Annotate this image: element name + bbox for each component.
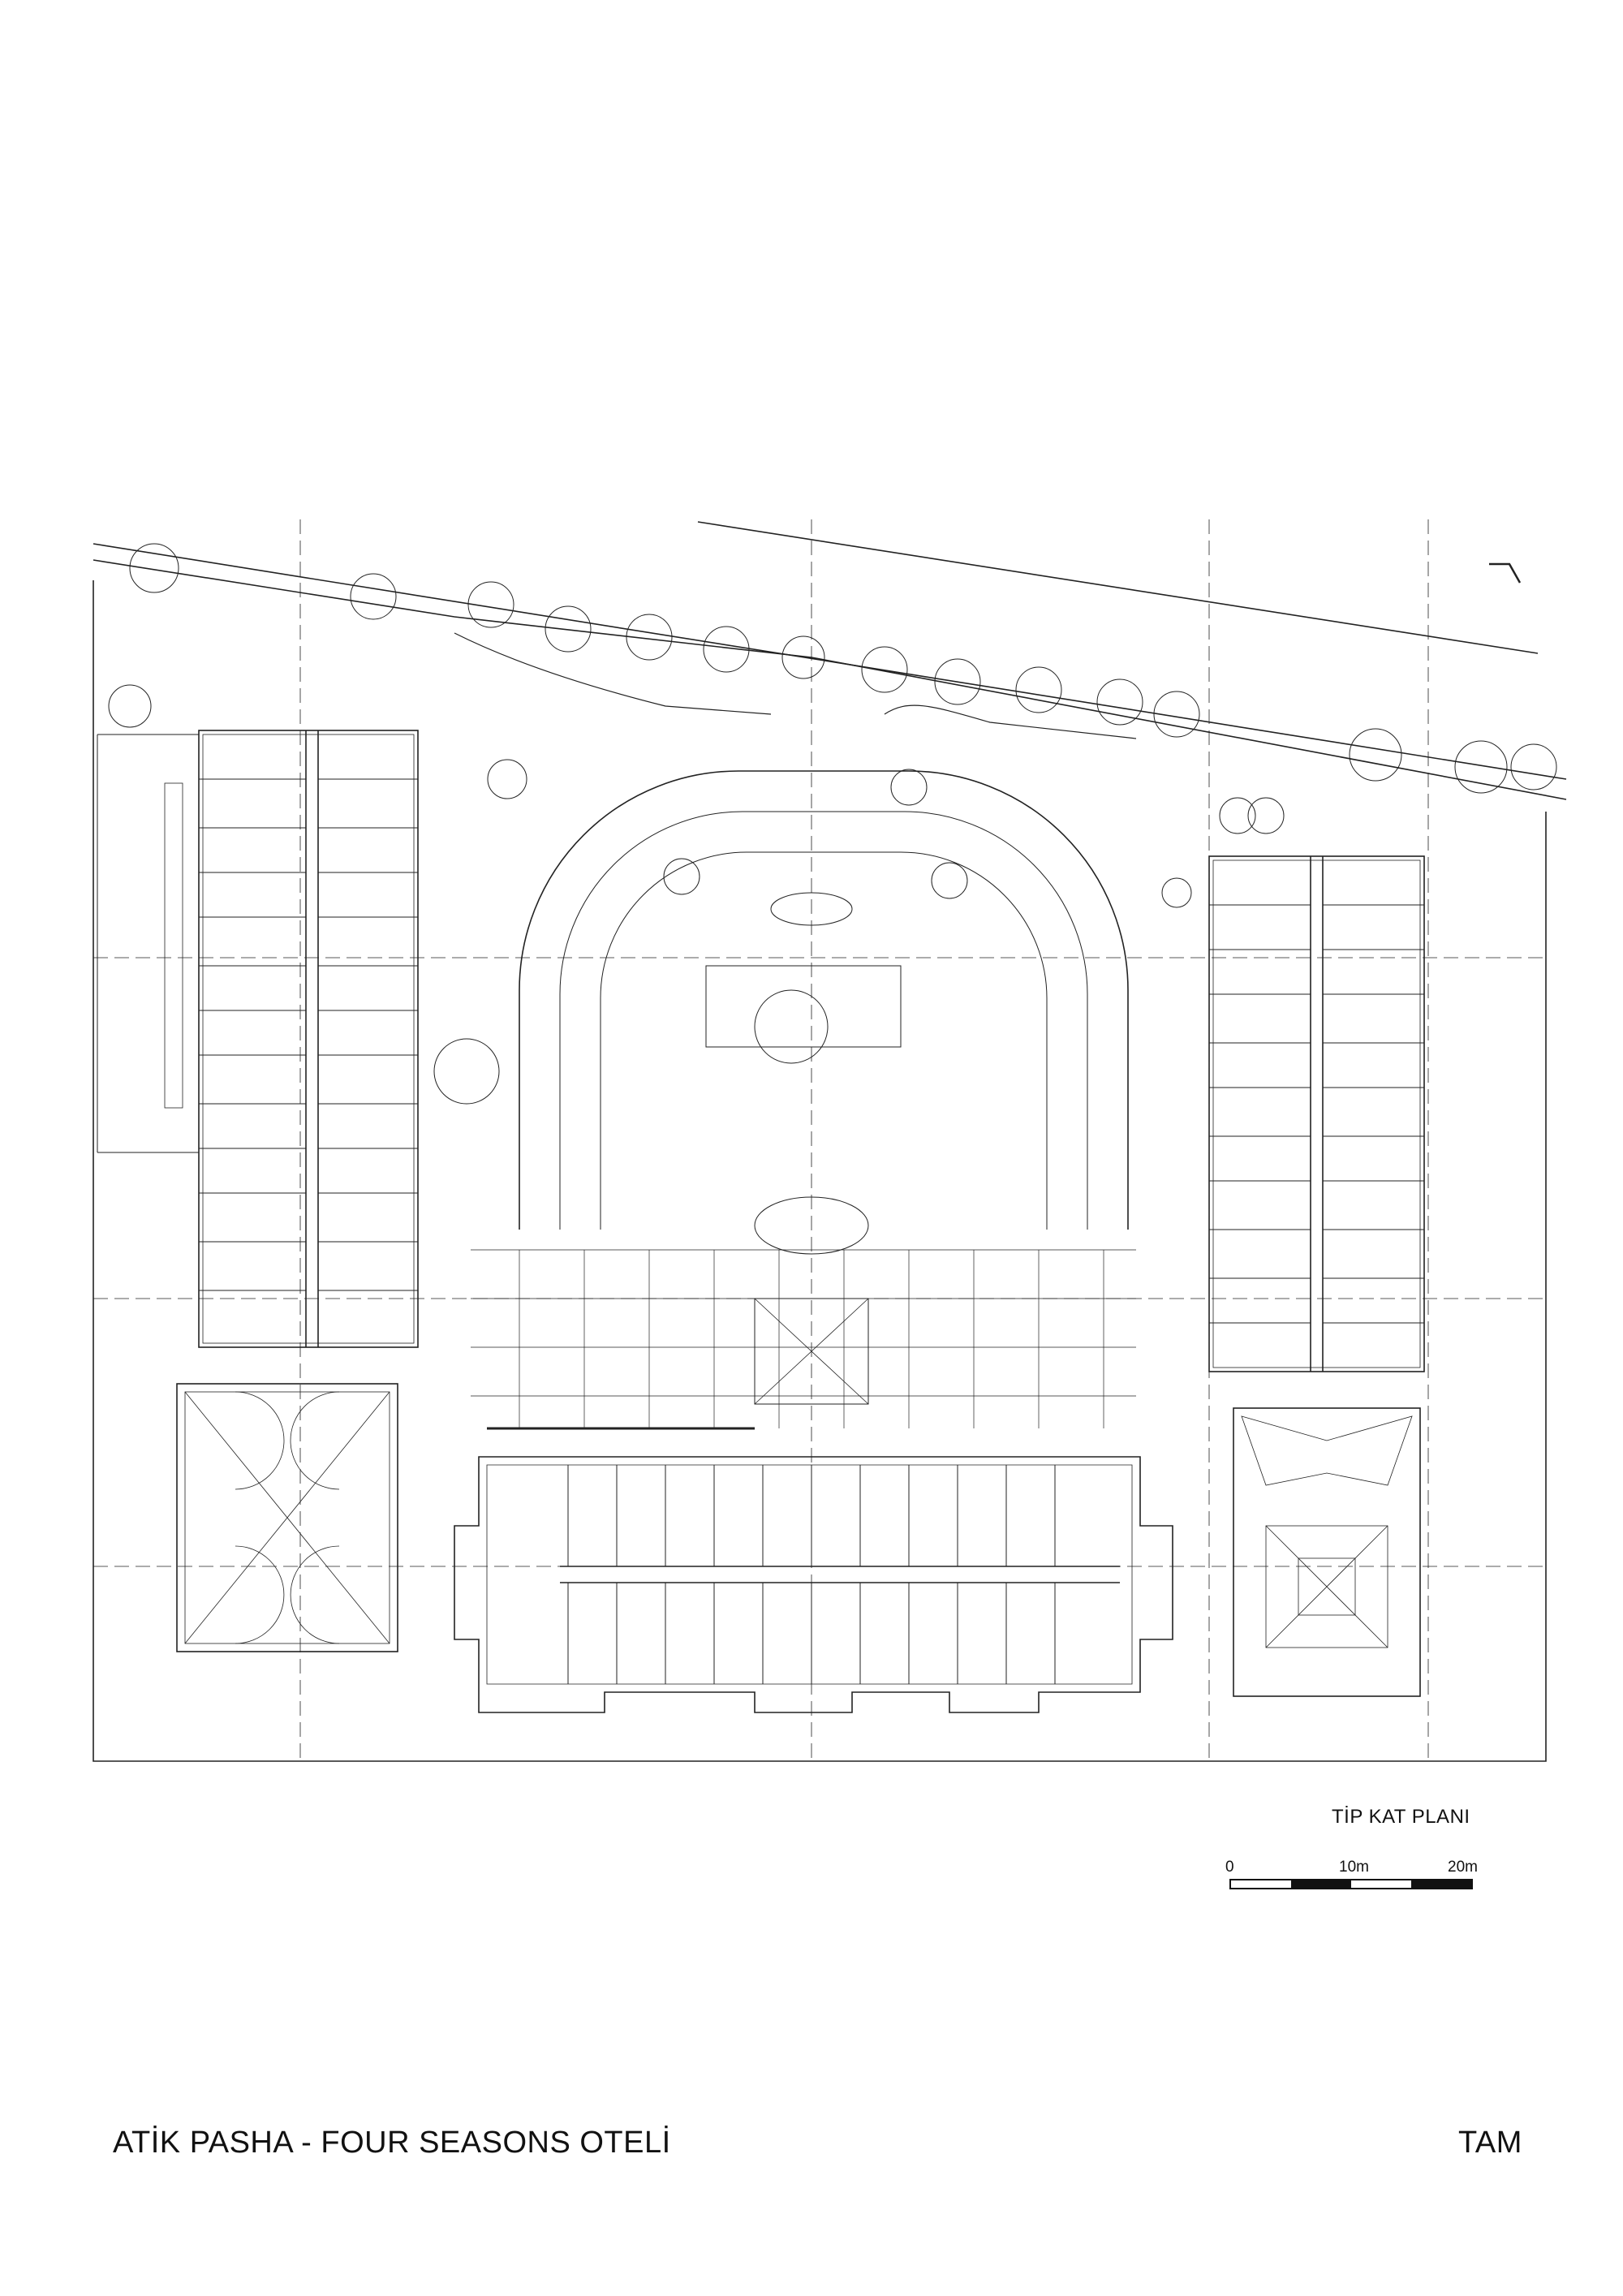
scale-label-10m: 10m — [1339, 1859, 1369, 1876]
main-building — [454, 1456, 1173, 1713]
sheet-code: TAM — [1458, 2126, 1522, 2160]
street-boundary — [697, 521, 1539, 654]
scale-bar-segment — [1291, 1880, 1351, 1888]
grid-lines — [93, 519, 1546, 1761]
tree-symbols — [108, 543, 1557, 1105]
scale-bar — [1229, 1879, 1473, 1889]
driveway — [454, 632, 772, 715]
scale-bar-segment — [1411, 1880, 1471, 1888]
plan-title: TİP KAT PLANI — [1332, 1806, 1470, 1828]
right-wing — [1208, 855, 1425, 1372]
scale-label-0: 0 — [1225, 1859, 1234, 1876]
scale-label-20m: 20m — [1448, 1859, 1478, 1876]
right-pavilion — [1233, 1407, 1421, 1697]
scale-bar-segment — [1351, 1880, 1411, 1888]
courtyard — [471, 770, 1136, 1430]
sidewalk-line-inner — [93, 559, 1567, 800]
site-boundary — [93, 580, 1547, 1762]
left-pavilion — [176, 1383, 398, 1652]
scale-bar-segment — [1231, 1880, 1291, 1888]
north-arrow-icon — [1489, 562, 1522, 584]
sheet-title: ATİK PASHA - FOUR SEASONS OTELİ — [113, 2126, 671, 2160]
left-wing — [97, 730, 419, 1348]
driveway — [884, 704, 1137, 739]
